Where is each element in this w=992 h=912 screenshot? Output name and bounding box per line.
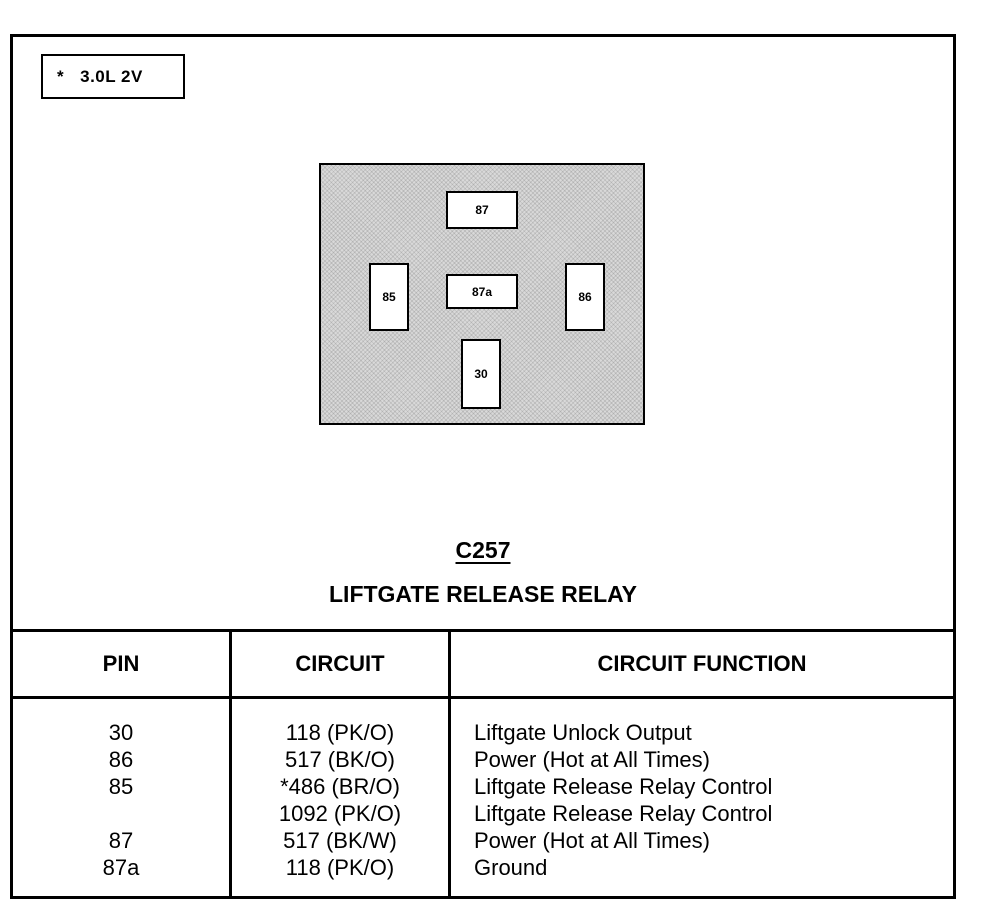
circuit-cell: 118 (PK/O) [285,720,395,745]
pin-87a-terminal: 87a [446,274,518,309]
function-cell: Power (Hot at All Times) [474,828,710,853]
function-cell: Power (Hot at All Times) [474,747,710,772]
circuit-cell: 517 (BK/W) [283,828,397,853]
pin-85-terminal: 85 [369,263,409,331]
pin-87-terminal: 87 [446,191,518,229]
function-cell: Ground [474,855,548,880]
table-header-rule [13,696,953,699]
pin-86-terminal: 86 [565,263,605,331]
header-circuit: CIRCUIT [295,651,385,676]
engine-note-box: * 3.0L 2V [41,54,185,99]
pin-cell [13,800,229,827]
function-cell: Liftgate Release Relay Control [474,801,773,826]
circuit-column: 118 (PK/O) 517 (BK/O) *486 (BR/O) 1092 (… [232,719,448,881]
circuit-cell: 1092 (PK/O) [278,801,402,826]
header-pin: PIN [102,651,140,676]
pin-cell: 30 [108,720,134,745]
note-text: 3.0L 2V [80,67,143,86]
pin-cell: 85 [108,774,134,799]
header-circuit-function: CIRCUIT FUNCTION [597,651,807,676]
table-top-rule [13,629,953,632]
pin-cell: 86 [108,747,134,772]
circuit-cell: 517 (BK/O) [284,747,396,772]
function-cell: Liftgate Unlock Output [474,720,692,745]
connector-id: C257 [455,537,511,563]
table-column-divider [229,629,232,897]
diagram-frame: * 3.0L 2V 87 85 87a 86 30 C257 LIFTGATE R… [10,34,956,899]
pin-cell: 87 [108,828,134,853]
pin-column: 30 86 85 87 87a [13,719,229,881]
circuit-cell: *486 (BR/O) [280,774,400,799]
function-cell: Liftgate Release Relay Control [474,774,773,799]
connector-id-label: C257 [13,537,953,564]
circuit-cell: 118 (PK/O) [285,855,395,880]
pin-cell: 87a [102,855,140,880]
table-column-divider [448,629,451,897]
function-column: Liftgate Unlock Output Power (Hot at All… [474,719,949,881]
pin-30-terminal: 30 [461,339,501,409]
connector-face: 87 85 87a 86 30 [319,163,645,425]
note-asterisk: * [57,67,65,86]
connector-name: LIFTGATE RELEASE RELAY [329,581,637,607]
